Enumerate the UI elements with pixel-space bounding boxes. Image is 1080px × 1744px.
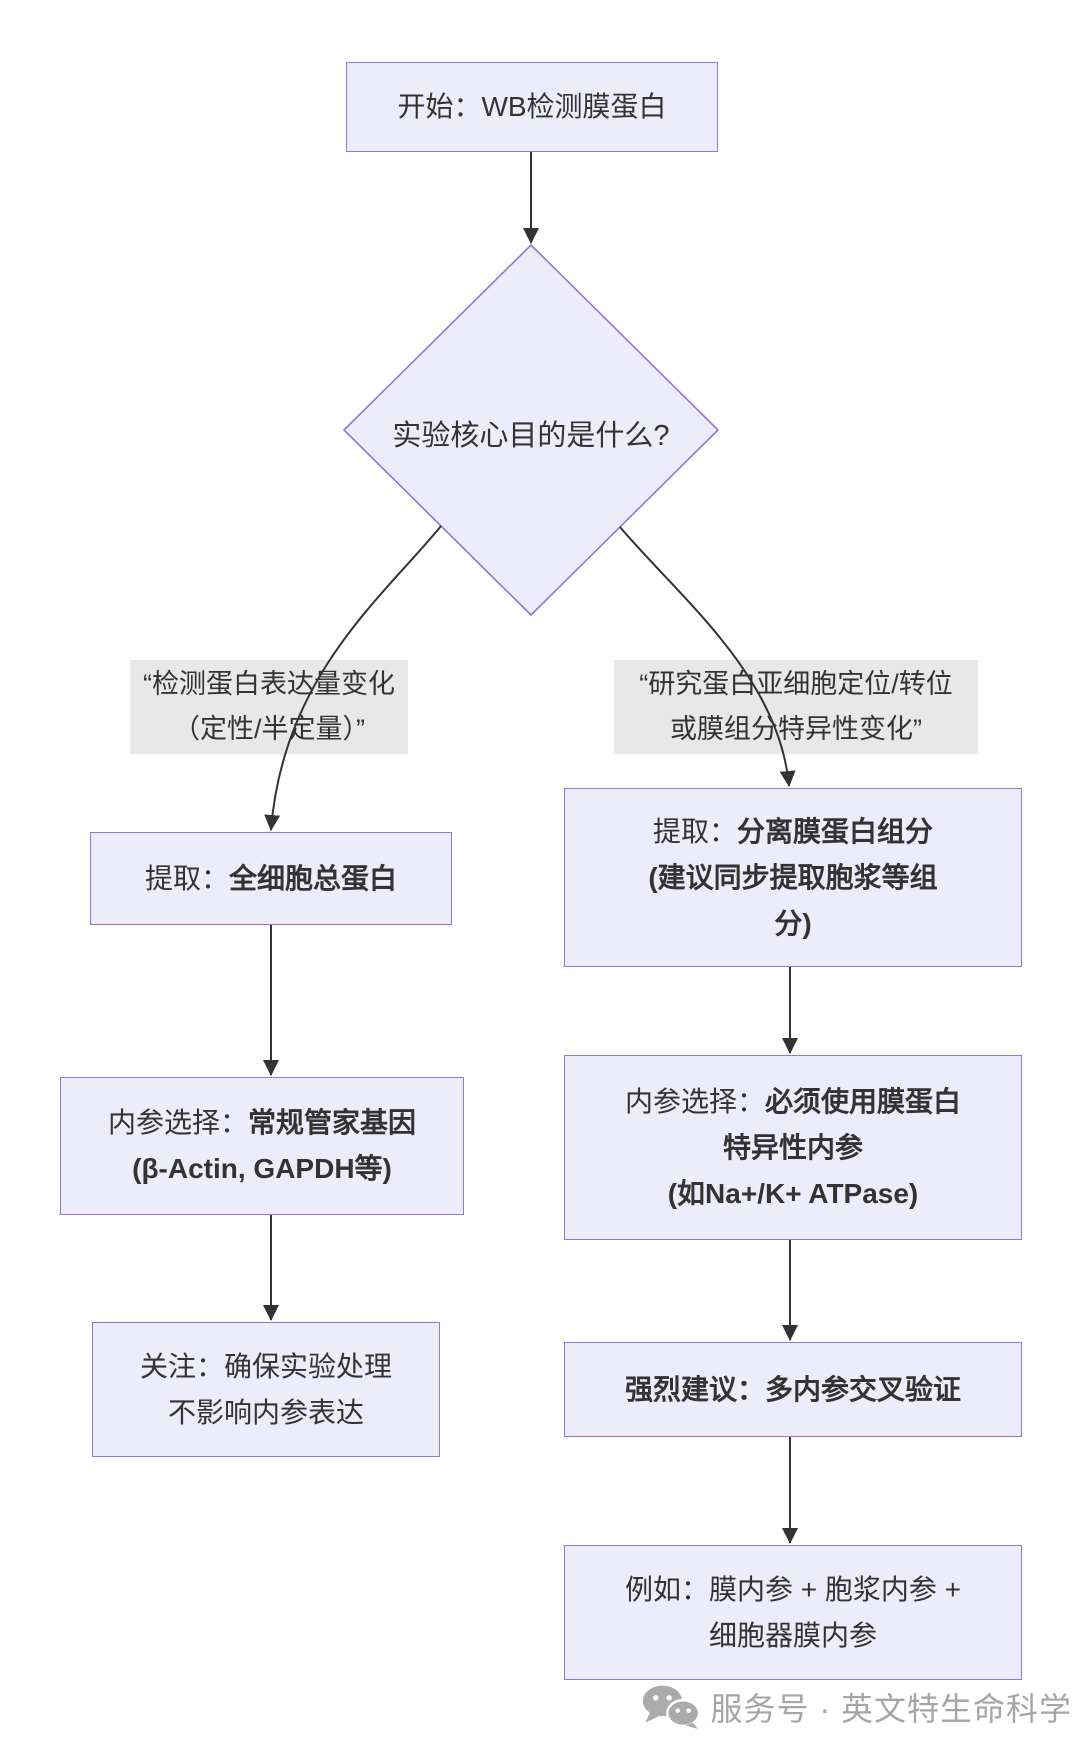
edge-label-left-line1: “检测蛋白表达量变化	[143, 669, 395, 699]
node-left-control-line2: (β-Actin, GAPDH等)	[132, 1153, 392, 1184]
node-left-control-line1: 内参选择：常规管家基因	[108, 1100, 416, 1146]
node-right-example-line2: 细胞器膜内参	[708, 1619, 877, 1651]
node-left-extract-prefix: 提取：	[144, 862, 229, 894]
node-left-focus-line2: 不影响内参表达	[167, 1396, 364, 1428]
node-right-example: 例如：膜内参 + 胞浆内参 + 细胞器膜内参	[564, 1545, 1022, 1680]
node-decision-text: 实验核心目的是什么?	[392, 420, 670, 452]
edge-label-right-line2: 或膜组分特异性变化”	[670, 714, 922, 744]
node-right-extract-line2: (建议同步提取胞浆等组	[648, 861, 938, 893]
node-left-extract: 提取：全细胞总蛋白	[90, 832, 452, 925]
edge-label-right-branch: “研究蛋白亚细胞定位/转位 或膜组分特异性变化”	[614, 660, 978, 754]
node-left-extract-emphasis: 全细胞总蛋白	[229, 862, 398, 894]
node-right-control: 内参选择：必须使用膜蛋白 特异性内参 (如Na+/K+ ATPase)	[564, 1055, 1022, 1240]
node-left-focus-line1: 关注：确保实验处理	[139, 1350, 392, 1382]
edge-label-right-line1: “研究蛋白亚细胞定位/转位	[639, 669, 953, 699]
node-start-text: 开始：WB检测膜蛋白	[397, 91, 667, 122]
edge-label-left-line2: （定性/半定量）”	[173, 714, 365, 744]
node-left-focus: 关注：确保实验处理 不影响内参表达	[92, 1322, 440, 1457]
node-right-control-line3: (如Na+/K+ ATPase)	[667, 1177, 919, 1209]
wechat-footer: 服务号 · 英文特生命科学	[641, 1684, 1072, 1730]
node-left-extract-line: 提取：全细胞总蛋白	[145, 856, 397, 902]
node-left-control: 内参选择：常规管家基因 (β-Actin, GAPDH等)	[60, 1077, 464, 1215]
edge-label-left-branch: “检测蛋白表达量变化 （定性/半定量）”	[130, 660, 408, 754]
node-right-control-prefix: 内参选择：	[624, 1085, 765, 1117]
node-right-extract-line3: 分)	[774, 907, 812, 939]
node-right-extract: 提取：分离膜蛋白组分 (建议同步提取胞浆等组 分)	[564, 788, 1022, 967]
footer-text: 服务号 · 英文特生命科学	[710, 1691, 1072, 1727]
node-right-control-emphasis: 必须使用膜蛋白	[765, 1085, 962, 1117]
node-start: 开始：WB检测膜蛋白	[346, 62, 718, 152]
node-right-control-line2: 特异性内参	[722, 1131, 863, 1163]
wechat-icon	[642, 1685, 700, 1729]
node-right-extract-line1: 提取：分离膜蛋白组分	[653, 809, 933, 855]
node-right-extract-prefix: 提取：	[652, 815, 737, 847]
node-right-example-line1: 例如：膜内参 + 胞浆内参 +	[624, 1573, 962, 1605]
node-right-control-line1: 内参选择：必须使用膜蛋白	[625, 1079, 961, 1125]
node-left-control-emphasis: 常规管家基因	[248, 1107, 417, 1138]
node-right-advice: 强烈建议：多内参交叉验证	[564, 1342, 1022, 1437]
node-left-control-prefix: 内参选择：	[107, 1107, 248, 1138]
node-right-advice-text: 强烈建议：多内参交叉验证	[624, 1373, 961, 1405]
node-right-extract-emphasis: 分离膜蛋白组分	[737, 815, 934, 847]
